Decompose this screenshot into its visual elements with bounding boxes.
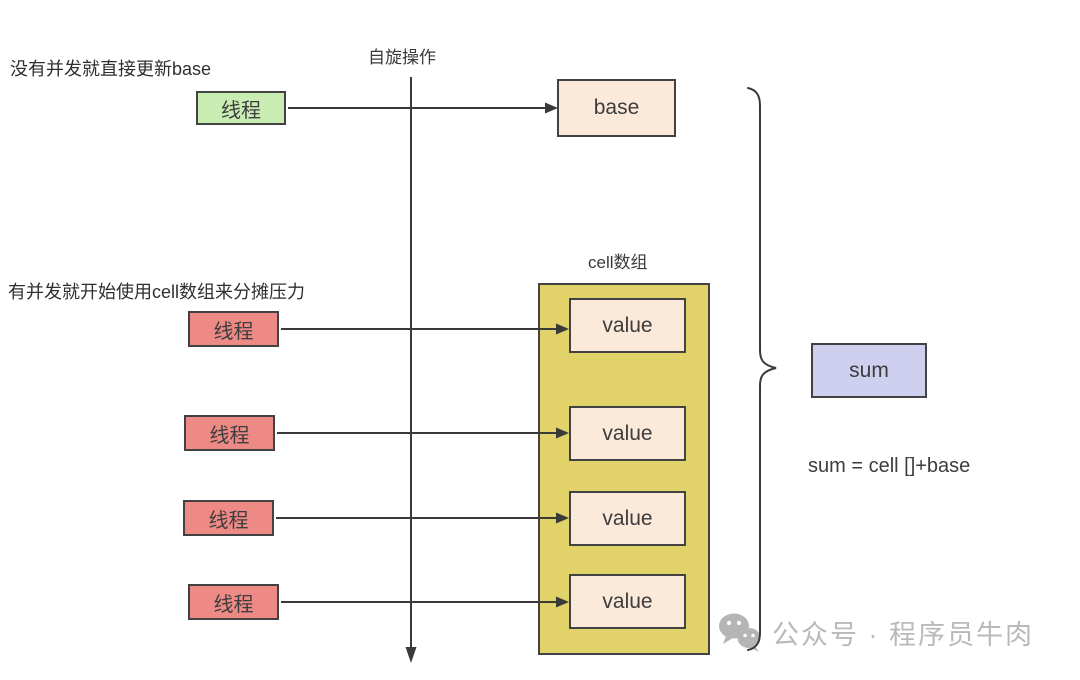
- spin-arrowhead: [405, 647, 417, 663]
- thread-box-green: 线程: [196, 91, 286, 125]
- note-with-concurrency: 有并发就开始使用cell数组来分摊压力: [8, 282, 306, 302]
- cell-value-box: value: [569, 298, 686, 353]
- spin-operation-label: 自旋操作: [368, 48, 436, 67]
- wechat-chat-bubbles-icon: [718, 612, 762, 652]
- thread-box-red: 线程: [184, 415, 275, 451]
- sum-formula: sum = cell []+base: [808, 455, 971, 477]
- cell-value-box: value: [569, 574, 686, 629]
- base-box: base: [557, 79, 676, 137]
- watermark-text: 公众号 · 程序员牛肉: [772, 619, 1034, 650]
- thread-box-red: 线程: [183, 500, 274, 536]
- cell-value-box: value: [569, 406, 686, 461]
- cell-array-label: cell数组: [588, 253, 648, 272]
- thread-box-red: 线程: [188, 584, 279, 620]
- thread-box-red: 线程: [188, 311, 279, 347]
- note-no-concurrency: 没有并发就直接更新base: [10, 59, 212, 79]
- curly-brace: [747, 87, 777, 651]
- cell-value-box: value: [569, 491, 686, 546]
- sum-box: sum: [811, 343, 927, 398]
- watermark: 公众号 · 程序员牛肉: [718, 612, 1034, 652]
